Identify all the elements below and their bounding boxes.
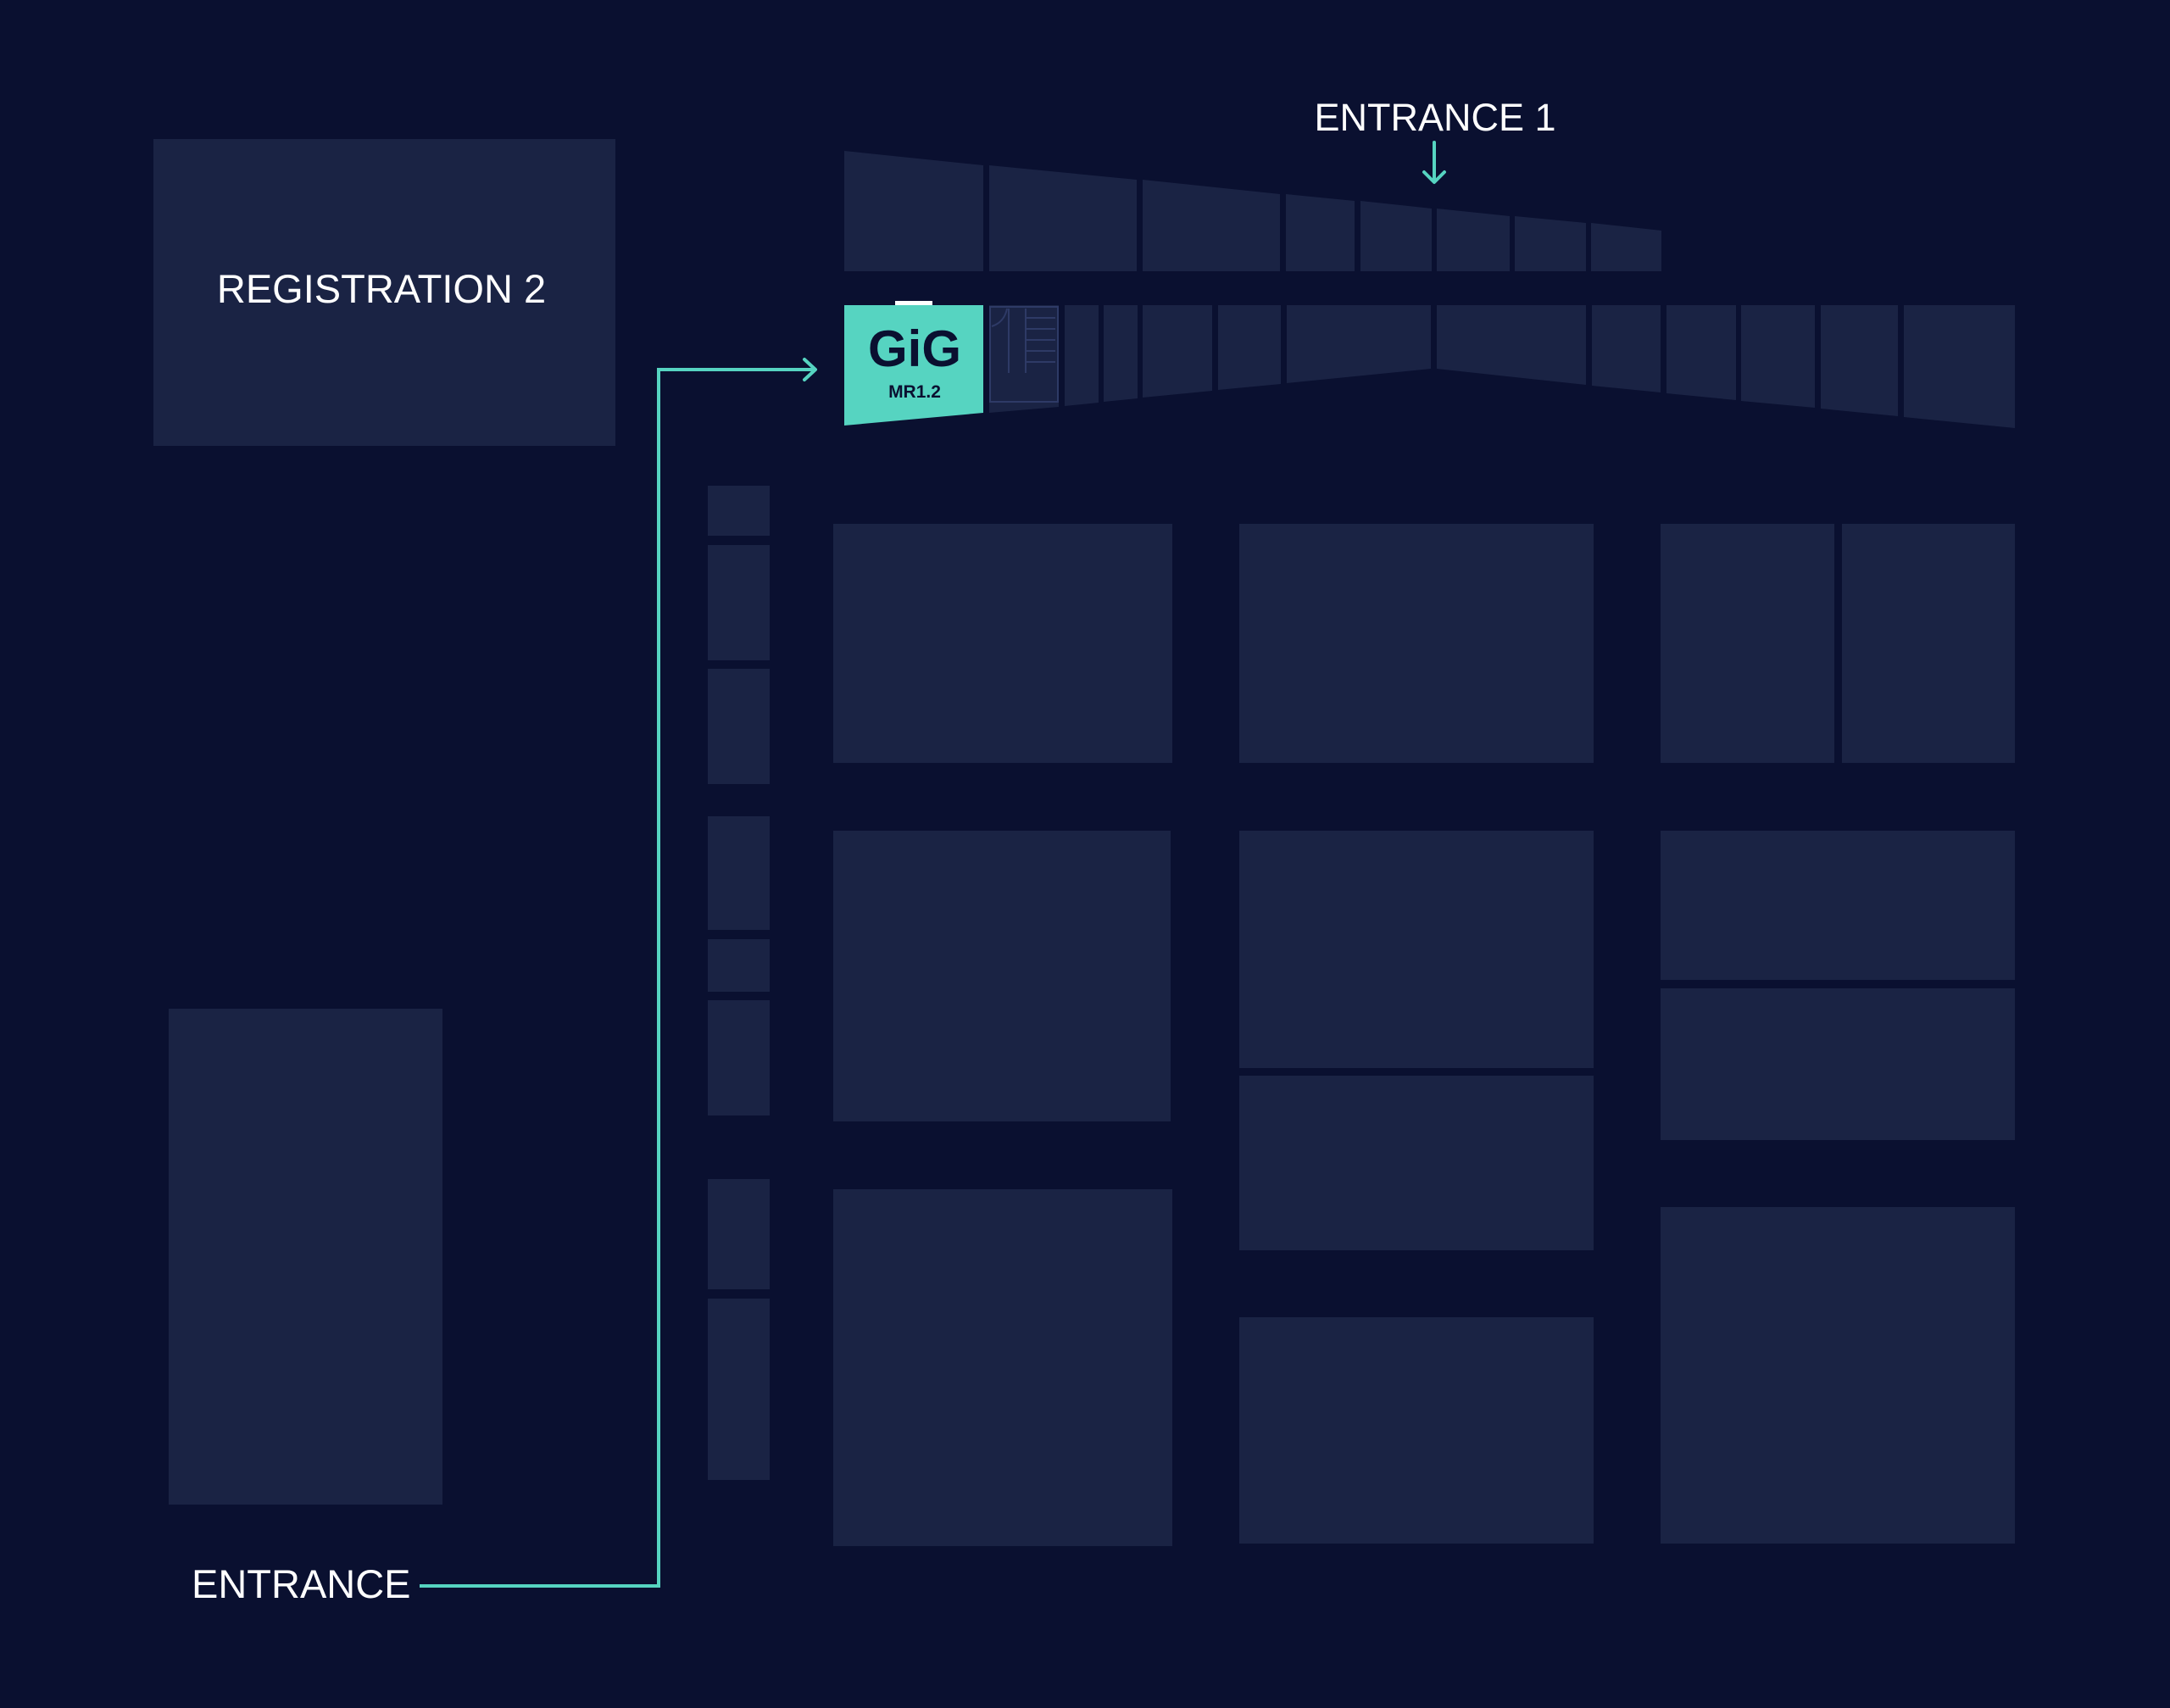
- top-booth-1[interactable]: [844, 151, 983, 271]
- registration-block[interactable]: [153, 139, 615, 446]
- entrance-main[interactable]: ENTRANCE: [192, 1561, 411, 1606]
- second-booth-5[interactable]: [1143, 305, 1212, 398]
- hall-block-a2[interactable]: [833, 831, 1171, 1121]
- hall-block-c3[interactable]: [1661, 831, 2015, 980]
- second-booth-9[interactable]: [1592, 305, 1661, 392]
- left-lower-block[interactable]: [169, 1009, 442, 1505]
- narrow-block-4[interactable]: [708, 816, 770, 930]
- arrow-right-icon: [803, 358, 817, 381]
- registration-label: REGISTRATION 2: [217, 266, 546, 311]
- entrance-label: ENTRANCE: [192, 1561, 411, 1606]
- booth-logo: GiG: [868, 320, 961, 377]
- narrow-block-8[interactable]: [708, 1299, 770, 1480]
- hall-block-c5[interactable]: [1661, 1207, 2015, 1544]
- narrow-block-6[interactable]: [708, 1000, 770, 1115]
- arrow-down-icon: [1422, 170, 1446, 184]
- narrow-block-2[interactable]: [708, 545, 770, 660]
- second-booth-3[interactable]: [1065, 305, 1099, 406]
- top-booth-2[interactable]: [989, 165, 1137, 271]
- registration-area[interactable]: REGISTRATION 2: [153, 139, 615, 446]
- stairs-icon: [989, 306, 1059, 403]
- narrow-block-3[interactable]: [708, 669, 770, 784]
- booth-top-marker: [895, 301, 932, 305]
- highlighted-booth-shape[interactable]: [844, 305, 983, 426]
- second-booth-row: [989, 305, 2015, 428]
- second-booth-6[interactable]: [1218, 305, 1281, 390]
- top-booth-4[interactable]: [1286, 194, 1355, 271]
- second-booth-8[interactable]: [1437, 305, 1586, 385]
- narrow-block-1[interactable]: [708, 486, 770, 536]
- second-booth-13[interactable]: [1904, 305, 2015, 428]
- narrow-column: [708, 486, 770, 1480]
- highlighted-booth[interactable]: GiG MR1.2: [844, 301, 983, 426]
- second-booth-4[interactable]: [1104, 305, 1138, 402]
- top-booth-8[interactable]: [1591, 223, 1661, 271]
- hall-block-b4[interactable]: [1239, 1317, 1594, 1544]
- hall-block-a3[interactable]: [833, 1189, 1172, 1546]
- hall-block-a1[interactable]: [833, 524, 1172, 763]
- hall-block-b2[interactable]: [1239, 831, 1594, 1068]
- hall-block-b3[interactable]: [1239, 1076, 1594, 1250]
- second-booth-7[interactable]: [1287, 305, 1431, 383]
- hall-block-b1[interactable]: [1239, 524, 1594, 763]
- second-booth-10[interactable]: [1666, 305, 1736, 400]
- top-booth-5[interactable]: [1360, 201, 1432, 271]
- top-booth-7[interactable]: [1515, 216, 1586, 271]
- entrance-1-label: ENTRANCE 1: [1314, 96, 1555, 139]
- second-booth-11[interactable]: [1741, 305, 1815, 408]
- booth-id-label: MR1.2: [888, 382, 941, 402]
- narrow-block-5[interactable]: [708, 939, 770, 992]
- second-booth-12[interactable]: [1821, 305, 1898, 416]
- route-to-booth: [420, 358, 817, 1588]
- hall-block-c2[interactable]: [1842, 524, 2015, 763]
- hall-block-c1[interactable]: [1661, 524, 1834, 763]
- narrow-block-7[interactable]: [708, 1179, 770, 1289]
- hall-block-c4[interactable]: [1661, 988, 2015, 1140]
- route-line: [420, 368, 815, 1588]
- top-booth-6[interactable]: [1437, 209, 1510, 271]
- second-booth-2[interactable]: [989, 305, 1059, 413]
- entrance-1[interactable]: ENTRANCE 1: [1314, 96, 1556, 184]
- exhibition-blocks: [833, 524, 2015, 1546]
- top-booth-3[interactable]: [1143, 180, 1280, 271]
- top-booth-row: [844, 151, 1661, 271]
